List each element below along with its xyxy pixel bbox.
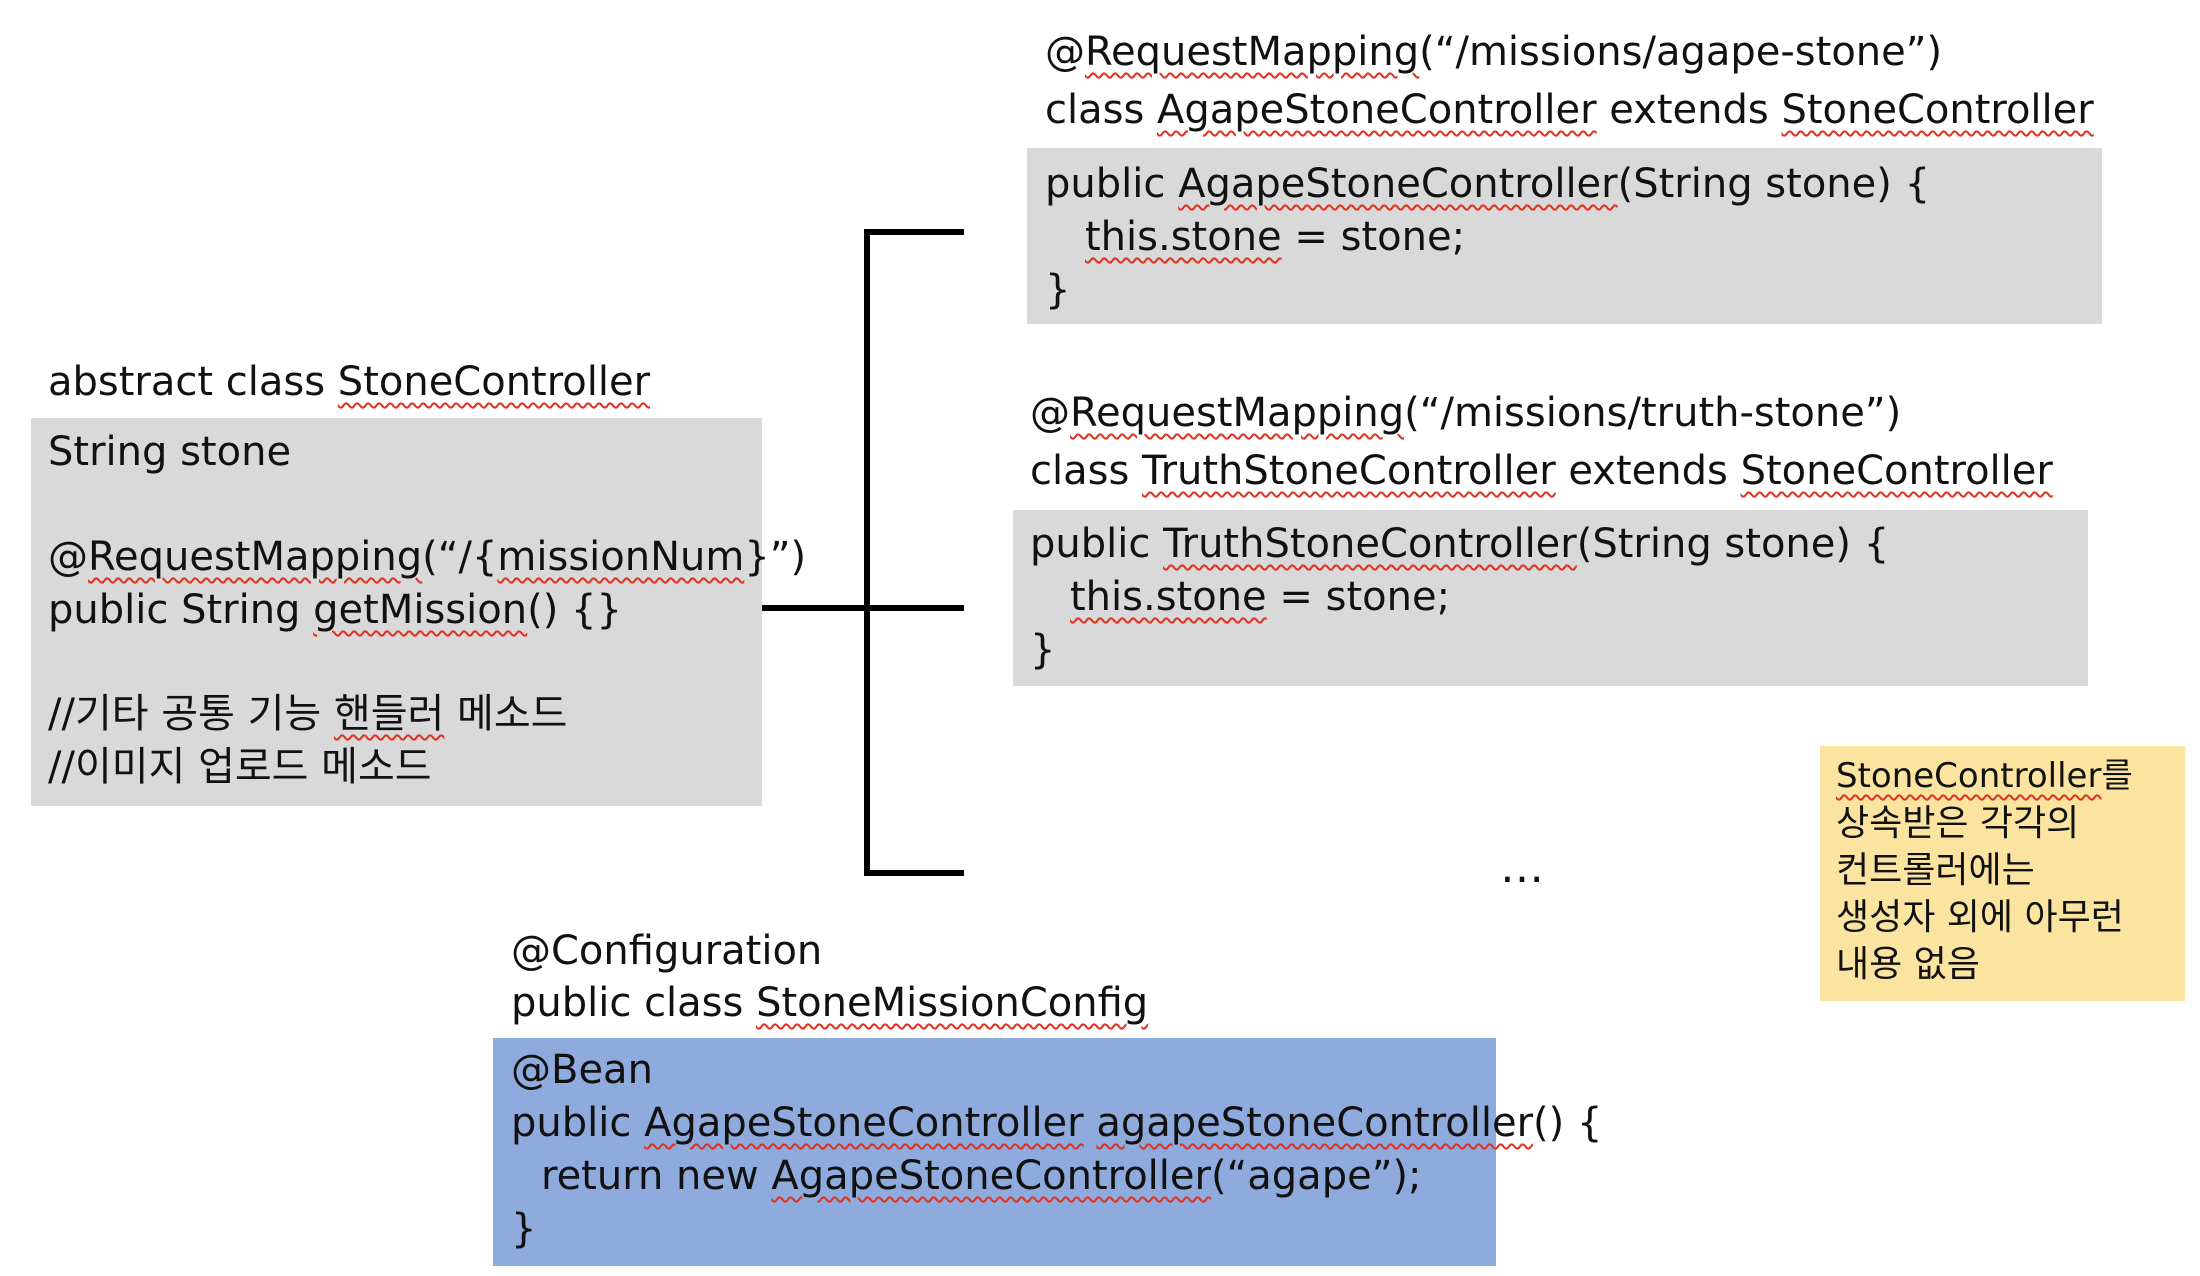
connector-stem bbox=[762, 605, 868, 611]
base-method: public String getMission() {} bbox=[48, 587, 622, 633]
base-comment-handlers: //기타 공통 기능 핸들러 메소드 bbox=[48, 691, 568, 737]
connector-branch-agape bbox=[864, 229, 964, 235]
config-annotation: @Configuration bbox=[511, 928, 823, 974]
agape-constructor-box: public AgapeStoneController(String stone… bbox=[1027, 148, 2102, 324]
agape-declaration: class AgapeStoneController extends Stone… bbox=[1045, 87, 2094, 133]
truth-constructor-close: } bbox=[1030, 627, 1056, 673]
truth-annotation: @RequestMapping(“/missions/truth-stone”) bbox=[1030, 390, 1902, 436]
note-line-1: StoneController를 bbox=[1836, 756, 2133, 796]
truth-constructor-body: this.stone = stone; bbox=[1070, 574, 1451, 620]
base-field: String stone bbox=[48, 429, 292, 475]
connector-vertical bbox=[864, 229, 870, 876]
agape-annotation: @RequestMapping(“/missions/agape-stone”) bbox=[1045, 29, 1943, 75]
config-bean-box: @Bean public AgapeStoneController agapeS… bbox=[493, 1038, 1602, 1266]
base-class-title: abstract class StoneController bbox=[48, 359, 651, 405]
truth-constructor-signature: public TruthStoneController(String stone… bbox=[1030, 521, 1890, 567]
connector-branch-more bbox=[864, 870, 964, 876]
connector-branch-truth bbox=[864, 605, 964, 611]
agape-constructor-body: this.stone = stone; bbox=[1085, 214, 1466, 260]
note-line-5: 내용 없음 bbox=[1836, 944, 1980, 985]
agape-constructor-signature: public AgapeStoneController(String stone… bbox=[1045, 161, 1931, 207]
config-bean-annotation: @Bean bbox=[511, 1047, 653, 1093]
agape-constructor-close: } bbox=[1045, 267, 1071, 313]
note-line-3: 컨트롤러에는 bbox=[1836, 850, 2035, 891]
truth-declaration: class TruthStoneController extends Stone… bbox=[1030, 448, 2053, 494]
note-line-2: 상속받은 각각의 bbox=[1836, 803, 2080, 844]
note-line-4: 생성자 외에 아무런 bbox=[1836, 897, 2124, 938]
config-declaration: public class StoneMissionConfig bbox=[511, 980, 1149, 1026]
base-class-body: String stone @RequestMapping(“/{missionN… bbox=[31, 418, 806, 806]
base-comment-upload: //이미지 업로드 메소드 bbox=[48, 744, 432, 790]
more-controllers-ellipsis: … bbox=[1500, 842, 1544, 893]
explanation-note: StoneController를 상속받은 각각의 컨트롤러에는 생성자 외에 … bbox=[1820, 746, 2185, 1001]
truth-constructor-box: public TruthStoneController(String stone… bbox=[1013, 510, 2088, 686]
config-bean-return: return new AgapeStoneController(“agape”)… bbox=[541, 1153, 1422, 1199]
config-bean-close: } bbox=[511, 1206, 537, 1252]
config-bean-method: public AgapeStoneController agapeStoneCo… bbox=[511, 1100, 1603, 1146]
base-mapping-annotation: @RequestMapping(“/{missionNum}”) bbox=[48, 534, 807, 580]
